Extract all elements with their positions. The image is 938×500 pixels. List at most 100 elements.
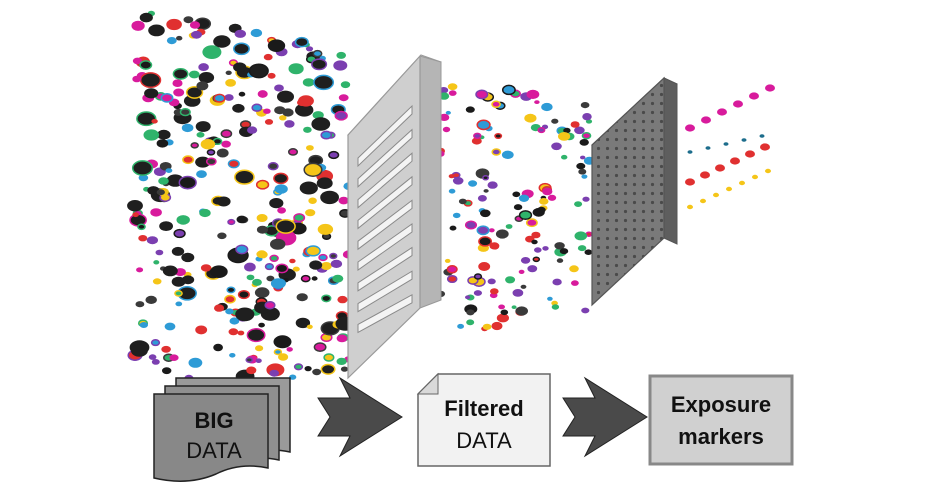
- particle-icon: [156, 189, 165, 196]
- particle-icon: [150, 208, 162, 217]
- particle-icon: [705, 146, 711, 150]
- particle-icon: [165, 168, 173, 174]
- particle-icon: [132, 212, 139, 218]
- particle-icon: [264, 263, 275, 271]
- particle-icon: [213, 93, 226, 103]
- particle-icon: [733, 100, 743, 108]
- particle-icon: [247, 126, 258, 134]
- particle-icon: [176, 35, 183, 41]
- particle-icon: [274, 106, 286, 115]
- particle-icon: [579, 139, 589, 146]
- particle-icon: [700, 198, 706, 204]
- particle-icon: [137, 223, 146, 231]
- particle-icon: [448, 174, 455, 179]
- particle-icon: [233, 42, 250, 56]
- particle-icon: [158, 177, 169, 185]
- particle-icon: [524, 113, 537, 123]
- particle-icon: [582, 113, 592, 121]
- particle-icon: [487, 181, 498, 189]
- particle-icon: [295, 317, 311, 329]
- particle-icon: [252, 278, 262, 286]
- particle-icon: [256, 250, 268, 259]
- particle-icon: [198, 63, 209, 72]
- particle-icon: [269, 369, 280, 377]
- particle-icon: [146, 236, 158, 245]
- particle-icon: [131, 160, 154, 176]
- particle-icon: [571, 280, 579, 286]
- particle-icon: [245, 356, 254, 363]
- particle-icon: [505, 224, 513, 229]
- particle-icon: [328, 150, 340, 160]
- particle-icon: [299, 181, 318, 195]
- particle-icon: [334, 110, 348, 121]
- particle-icon: [547, 296, 553, 301]
- particle-icon: [279, 115, 287, 121]
- particle-icon: [277, 207, 286, 214]
- particle-icon: [131, 20, 145, 31]
- particle-icon: [238, 91, 246, 97]
- particle-icon: [491, 100, 501, 109]
- filter-slot: [357, 175, 413, 230]
- particle-icon: [532, 256, 541, 263]
- particle-icon: [205, 157, 217, 166]
- particle-icon: [542, 187, 553, 196]
- particle-icon: [580, 102, 590, 109]
- particle-icon: [473, 132, 482, 140]
- particle-icon: [139, 72, 162, 89]
- particle-icon: [132, 57, 142, 65]
- particle-icon: [551, 304, 560, 310]
- particle-icon: [556, 258, 564, 263]
- particle-icon: [759, 134, 765, 138]
- particle-icon: [189, 21, 201, 29]
- particle-icon: [578, 168, 587, 175]
- particle-icon: [491, 321, 503, 331]
- particle-icon: [320, 363, 336, 375]
- particle-icon: [518, 210, 533, 221]
- particle-icon: [577, 245, 587, 252]
- particle-icon: [700, 171, 710, 179]
- particle-icon: [216, 196, 231, 207]
- particle-icon: [256, 225, 269, 234]
- particle-icon: [569, 265, 579, 273]
- filter-slot: [357, 199, 413, 251]
- particle-icon: [323, 353, 335, 362]
- particle-icon: [478, 236, 493, 247]
- particle-icon: [264, 119, 274, 125]
- particle-icon: [574, 231, 588, 241]
- particle-icon: [257, 90, 268, 98]
- particle-icon: [490, 288, 499, 295]
- particle-icon: [269, 254, 279, 262]
- particle-icon: [162, 367, 172, 375]
- filter-slot: [357, 152, 413, 209]
- particle-icon: [513, 204, 523, 211]
- filter-slot: [357, 270, 413, 313]
- particle-icon: [178, 175, 197, 190]
- particle-icon: [277, 90, 294, 103]
- particle-icon: [311, 58, 328, 71]
- particle-icon: [473, 273, 483, 280]
- exposure-markers-line2: markers: [678, 424, 764, 449]
- particle-icon: [161, 345, 171, 353]
- particle-icon: [512, 191, 521, 198]
- particle-icon: [255, 358, 262, 364]
- particle-icon: [749, 92, 759, 100]
- particle-icon: [148, 354, 157, 360]
- particle-icon: [501, 150, 514, 159]
- particle-icon: [200, 139, 216, 150]
- particle-icon: [582, 196, 590, 202]
- particle-icon: [136, 267, 144, 273]
- particle-icon: [477, 195, 487, 202]
- particle-icon: [561, 154, 568, 160]
- particle-icon: [537, 127, 546, 134]
- particle-icon: [496, 313, 509, 323]
- particle-icon: [312, 368, 322, 376]
- big-data-line1: BIG: [194, 408, 233, 433]
- particle-icon: [195, 121, 211, 132]
- particle-icon: [153, 260, 160, 265]
- particle-icon: [312, 111, 324, 120]
- particle-icon: [251, 103, 263, 112]
- particle-icon: [234, 169, 255, 185]
- particle-icon: [156, 139, 169, 148]
- particle-icon: [311, 276, 318, 281]
